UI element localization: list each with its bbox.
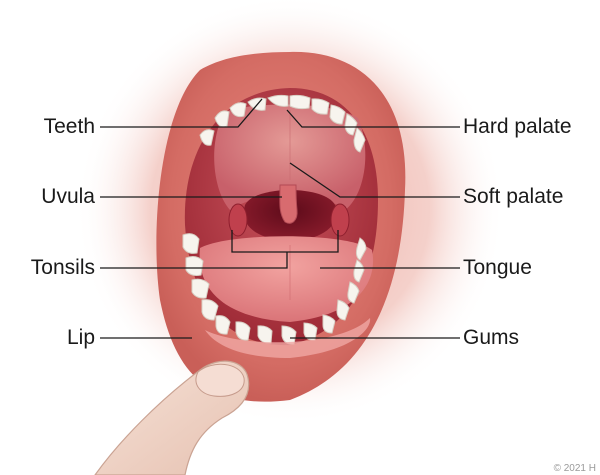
fingernail [196,364,244,396]
label-lip: Lip [0,326,95,350]
label-tongue: Tongue [463,256,532,280]
label-gums: Gums [463,326,519,350]
copyright-notice: © 2021 H [554,463,596,474]
tonsil-right [331,204,349,236]
label-uvula: Uvula [0,185,95,209]
label-teeth: Teeth [0,115,95,139]
label-tonsils: Tonsils [0,256,95,280]
label-hard-palate: Hard palate [463,115,572,139]
uvula [280,185,297,223]
label-soft-palate: Soft palate [463,185,563,209]
